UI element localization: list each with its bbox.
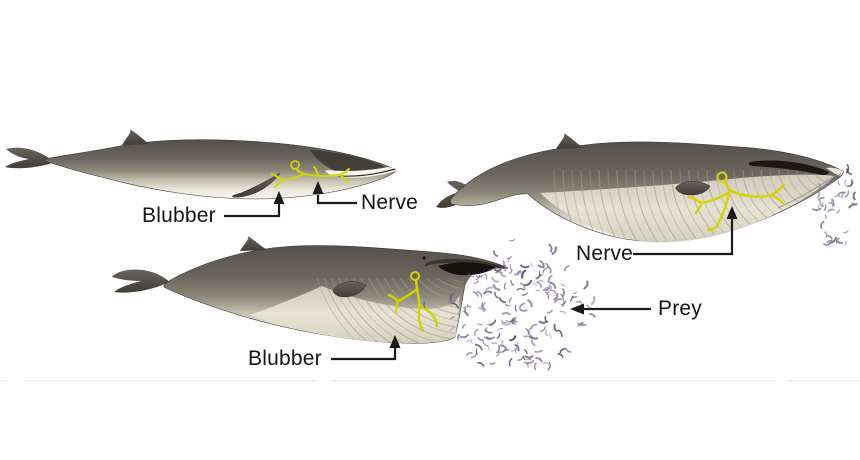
- prey-around-whale2-mouth: [811, 163, 858, 246]
- arrowhead-left: [570, 303, 584, 315]
- whale2-ventral-pouch: [540, 174, 835, 243]
- whale-lunge-feeding: [112, 236, 596, 371]
- whale2-nerve-label: Nerve: [576, 242, 634, 265]
- whale3-blubber-label: Blubber: [248, 347, 322, 370]
- whale2-nerve-leader: [633, 206, 738, 256]
- whale-cruising: [5, 129, 397, 200]
- whale1-body: [44, 139, 397, 200]
- whale3-ventral-pouch: [250, 286, 460, 344]
- arrowhead-up: [273, 191, 285, 204]
- arrowhead-up: [726, 206, 738, 219]
- whale3-blubber-leader: [331, 335, 401, 361]
- arrowhead-up: [312, 181, 324, 194]
- whale3-open-mouth-gape: [438, 262, 496, 276]
- whale1-blubber-leader: [224, 191, 285, 218]
- whale1-tail-flukes: [5, 147, 52, 169]
- whale1-nerve-leader: [312, 181, 357, 205]
- whale3-throat-grooves: [316, 278, 462, 344]
- whale1-blubber-label: Blubber: [142, 204, 216, 227]
- whale1-nerve-label: Nerve: [361, 191, 419, 214]
- arrowhead-up: [389, 335, 401, 348]
- whale1-white-jaw: [325, 167, 396, 178]
- whale-engulfing: [436, 133, 858, 246]
- whale1-dorsal-fin: [122, 129, 149, 145]
- whale1-flipper: [232, 172, 281, 198]
- whale2-dorsal-fin: [556, 133, 583, 149]
- whale3-dorsal-fin: [240, 236, 267, 251]
- whale3-throat-nerve: [387, 271, 439, 333]
- whale2-head-dark-patch: [748, 160, 829, 175]
- whale3-flipper: [332, 281, 367, 298]
- leader-lines: [224, 181, 738, 361]
- prey-swarm: [423, 238, 596, 371]
- prey-leader: [570, 303, 651, 315]
- whale3-tail-flukes: [112, 269, 170, 293]
- whale3-eye: [422, 256, 426, 260]
- whale2-flipper: [675, 181, 711, 196]
- prey-label: Prey: [658, 297, 702, 320]
- whale2-snout-tip: [826, 167, 843, 176]
- whale1-throat-nerve: [271, 160, 350, 188]
- whale1-head-dark-patch: [310, 150, 389, 175]
- whale2-throat-nerve: [687, 171, 786, 232]
- whale3-upper-jaw: [424, 258, 508, 269]
